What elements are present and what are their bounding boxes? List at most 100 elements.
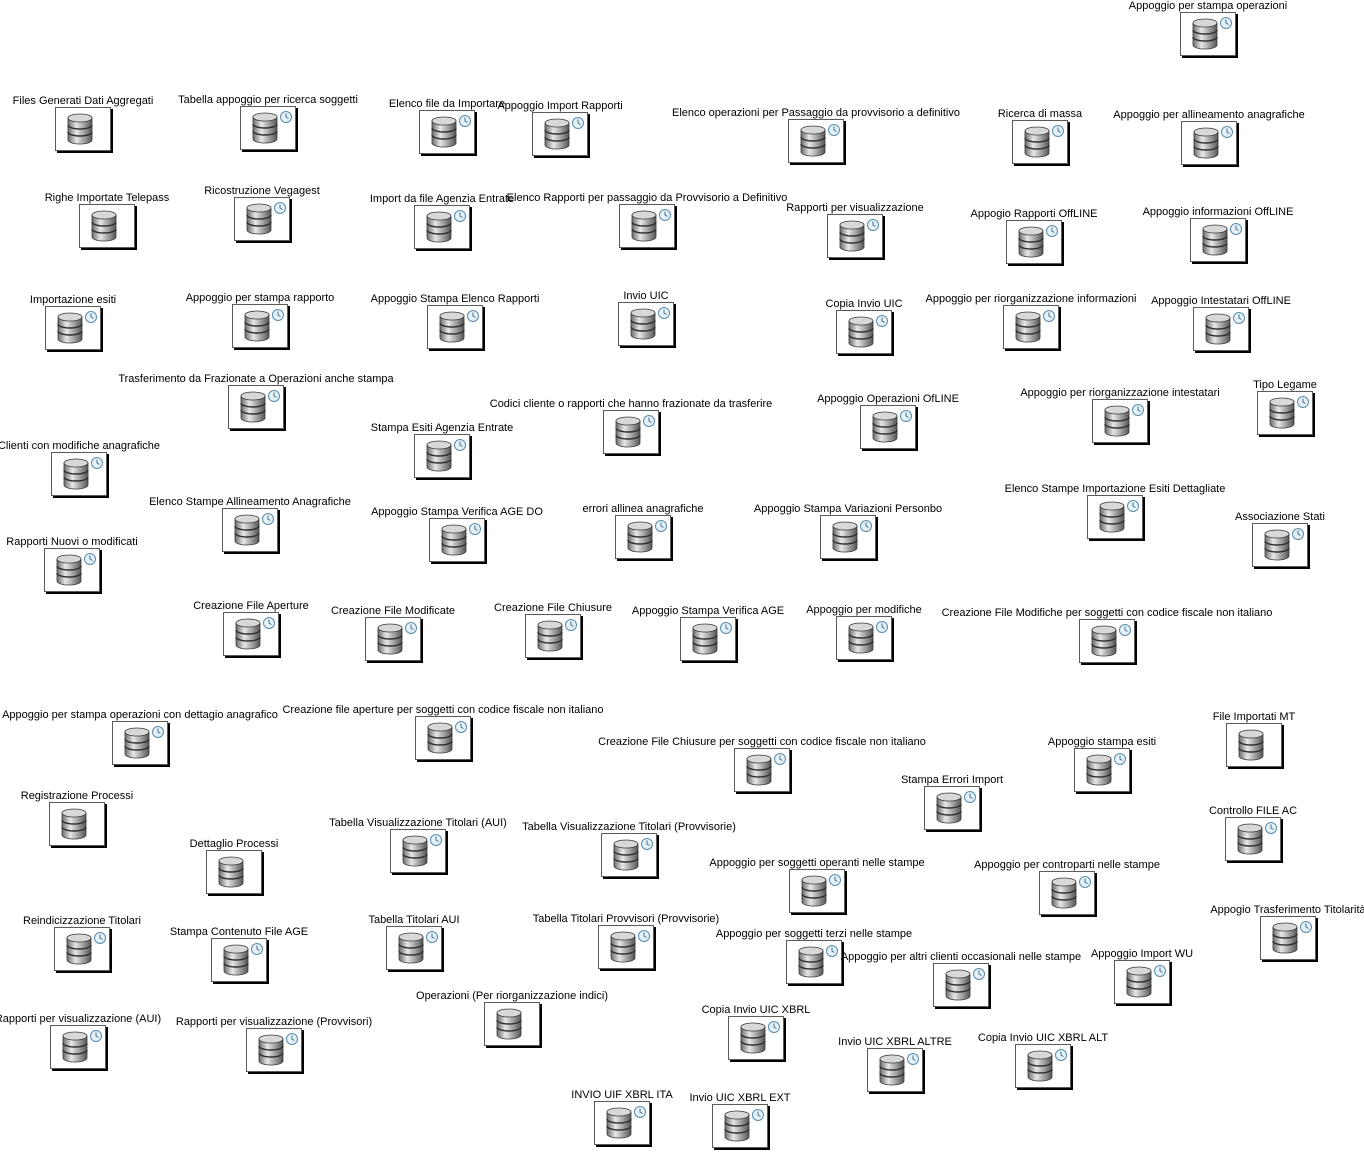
table-label: Creazione File Modificate xyxy=(330,605,456,617)
database-icon xyxy=(1126,966,1152,998)
table-icon-box[interactable] xyxy=(55,107,111,151)
table-icon-box[interactable] xyxy=(1252,523,1308,567)
database-icon xyxy=(124,727,150,759)
table-icon-box[interactable] xyxy=(712,1104,768,1148)
table-icon-box[interactable] xyxy=(232,304,288,348)
table-icon-box[interactable] xyxy=(734,748,790,792)
clock-icon xyxy=(829,874,841,886)
table-icon-box[interactable] xyxy=(1226,723,1282,767)
table-label: Appogio Rapporti OffLINE xyxy=(970,208,1098,220)
table-icon-box[interactable] xyxy=(223,612,279,656)
table-icon-box[interactable] xyxy=(789,869,845,913)
table-icon-box[interactable] xyxy=(1114,960,1170,1004)
table-icon-box[interactable] xyxy=(1180,12,1236,56)
table-icon-box[interactable] xyxy=(820,515,876,559)
table-icon-box[interactable] xyxy=(246,1028,302,1072)
table-label: Elenco file da Importare xyxy=(388,98,506,110)
table-icon-box[interactable] xyxy=(924,786,980,830)
table-icon-box[interactable] xyxy=(49,802,105,846)
table-icon-box[interactable] xyxy=(728,1016,784,1060)
table-icon-box[interactable] xyxy=(1190,218,1246,262)
table-icon-box[interactable] xyxy=(222,508,278,552)
table-icon-box[interactable] xyxy=(51,452,107,496)
table-icon-box[interactable] xyxy=(390,829,446,873)
table-icon-box[interactable] xyxy=(79,204,135,248)
table-icon-box[interactable] xyxy=(228,385,284,429)
table-icon-box[interactable] xyxy=(867,1048,923,1092)
table-icon-box[interactable] xyxy=(836,616,892,660)
table-icon-box[interactable] xyxy=(1003,305,1059,349)
database-icon xyxy=(1027,1050,1053,1082)
table-icon-box[interactable] xyxy=(1225,817,1281,861)
table-icon-box[interactable] xyxy=(44,548,100,592)
table-label: Appoggio per riorganizzazione informazio… xyxy=(925,293,1137,305)
table-icon-box[interactable] xyxy=(827,214,883,258)
clock-icon xyxy=(286,1033,298,1045)
table-icon-box[interactable] xyxy=(525,614,581,658)
table-icon-box[interactable] xyxy=(680,617,736,661)
clock-icon xyxy=(643,415,655,427)
table-icon-box[interactable] xyxy=(429,518,485,562)
table-icon-box[interactable] xyxy=(112,721,168,765)
table-icon-box[interactable] xyxy=(414,205,470,249)
table-icon-box[interactable] xyxy=(786,940,842,984)
table-icon-box[interactable] xyxy=(54,927,110,971)
clock-icon xyxy=(272,309,284,321)
table-icon-box[interactable] xyxy=(788,119,844,163)
table-icon-box[interactable] xyxy=(1074,748,1130,792)
table-icon-box[interactable] xyxy=(594,1101,650,1145)
table-icon-box[interactable] xyxy=(619,204,675,248)
table-label: Associazione Stati xyxy=(1235,511,1325,523)
table-label: Tipo Legame xyxy=(1253,379,1317,391)
table-icon-box[interactable] xyxy=(836,310,892,354)
database-icon xyxy=(879,1054,905,1086)
table-icon-box[interactable] xyxy=(427,305,483,349)
table-icon-box[interactable] xyxy=(1039,871,1095,915)
table-icon-box[interactable] xyxy=(603,410,659,454)
table-icon-box[interactable] xyxy=(933,963,989,1007)
table-icon-box[interactable] xyxy=(860,405,916,449)
table-label: Appogio Trasferimento Titolarità xyxy=(1210,904,1364,916)
table-icon-box[interactable] xyxy=(598,925,654,969)
table-icon-box[interactable] xyxy=(484,1002,540,1046)
table-icon-box[interactable] xyxy=(601,833,657,877)
table-icon-box[interactable] xyxy=(414,434,470,478)
table-icon-box[interactable] xyxy=(415,716,471,760)
table-icon-box[interactable] xyxy=(1181,121,1237,165)
clock-icon xyxy=(91,457,103,469)
table-icon-box[interactable] xyxy=(615,515,671,559)
database-icon xyxy=(848,316,874,348)
database-icon xyxy=(746,754,772,786)
table-icon-box[interactable] xyxy=(1012,120,1068,164)
table-label: Tabella Titolari Provvisori (Provvisorie… xyxy=(532,913,720,925)
clock-icon xyxy=(867,219,879,231)
table-label: Operazioni (Per riorganizzazione indici) xyxy=(416,990,608,1002)
table-icon-box[interactable] xyxy=(1260,916,1316,960)
table-icon-box[interactable] xyxy=(1015,1044,1071,1088)
table-icon-box[interactable] xyxy=(1079,619,1135,663)
table-icon-box[interactable] xyxy=(211,938,267,982)
table-label: Invio UIC XBRL EXT xyxy=(689,1092,791,1104)
table-icon-box[interactable] xyxy=(240,106,296,150)
clock-icon xyxy=(1079,876,1091,888)
table-icon-box[interactable] xyxy=(1087,495,1143,539)
database-icon xyxy=(1051,877,1077,909)
table-icon-box[interactable] xyxy=(419,110,475,154)
table-icon-box[interactable] xyxy=(386,926,442,970)
table-label: Rapporti per visualizzazione xyxy=(786,202,924,214)
table-icon-box[interactable] xyxy=(50,1025,106,1069)
table-icon-box[interactable] xyxy=(1006,220,1062,264)
clock-icon xyxy=(1119,624,1131,636)
table-icon-box[interactable] xyxy=(1257,391,1313,435)
table-icon-box[interactable] xyxy=(1193,307,1249,351)
table-icon-box[interactable] xyxy=(234,197,290,241)
table-label: Trasferimento da Frazionate a Operazioni… xyxy=(118,373,394,385)
table-icon-box[interactable] xyxy=(365,617,421,661)
table-icon-box[interactable] xyxy=(45,306,101,350)
table-icon-box[interactable] xyxy=(618,302,674,346)
clock-icon xyxy=(251,943,263,955)
table-icon-box[interactable] xyxy=(532,112,588,156)
table-icon-box[interactable] xyxy=(1092,399,1148,443)
table-icon-box[interactable] xyxy=(206,850,262,894)
clock-icon xyxy=(826,945,838,957)
